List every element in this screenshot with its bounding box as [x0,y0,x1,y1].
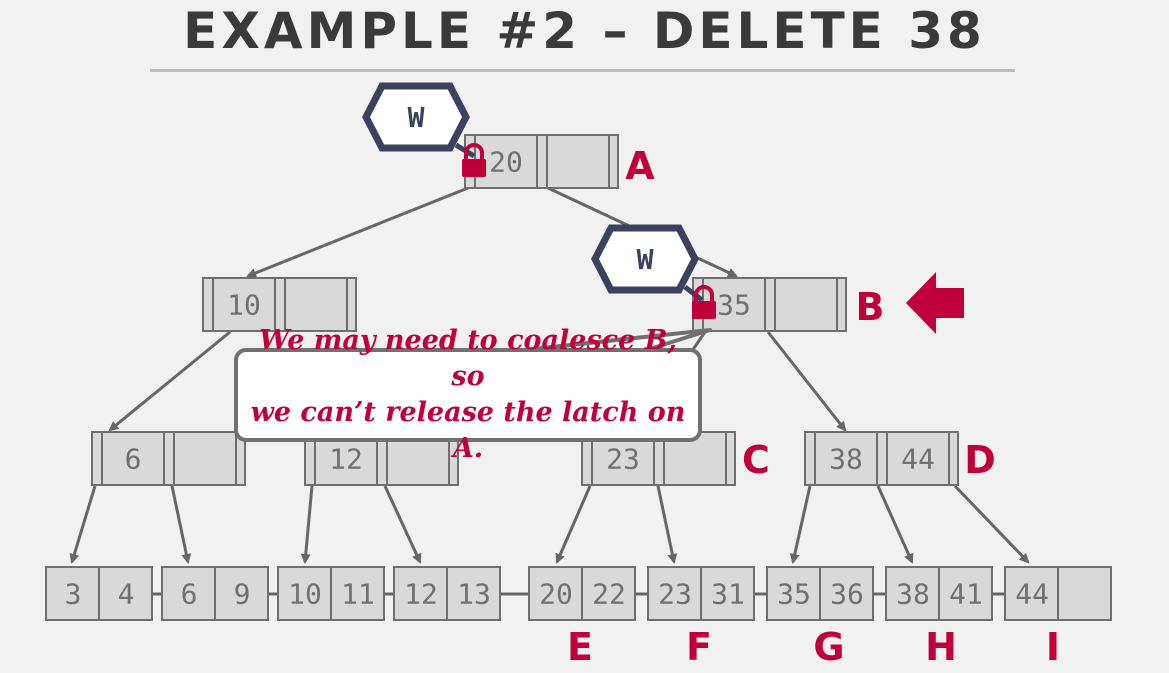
node-label-h: H [925,625,957,669]
leaf-key: 13 [457,578,491,611]
node-label-d: D [964,438,996,482]
inner-node-n10: 10 [202,277,357,332]
node-key: 12 [329,443,363,476]
leaf-key: 38 [896,578,930,611]
leaf-key: 35 [777,578,811,611]
leaf-key: 4 [118,578,135,611]
inner-node-n6: 6 [91,431,246,486]
arrow-left-icon [906,272,964,334]
pointer-arrow [789,485,812,564]
leaf-key: 3 [65,578,82,611]
pointer-arrow [555,485,592,564]
leaf-key: 31 [711,578,745,611]
lock-icon [462,143,486,177]
node-key: 35 [717,289,751,322]
node-key: 38 [829,443,863,476]
leaf-key: 23 [658,578,692,611]
latch-mode-label: W [408,101,425,134]
node-label-i: I [1046,625,1060,669]
leaf-node: 12 13 [393,566,501,621]
lock-icon [692,285,716,319]
pointer-arrow [656,485,678,564]
pointer-arrow [300,485,314,564]
hexagon-latch-icon: W [591,224,704,302]
node-label-a: A [625,144,655,188]
pointer-arrow [170,485,192,564]
leaf-key: 20 [539,578,573,611]
node-label-b: B [856,285,885,329]
callout-line-1: We may need to coalesce B, so [259,325,677,392]
leaf-key: 36 [830,578,864,611]
leaf-node: 10 11 [277,566,385,621]
node-label-c: C [742,438,770,482]
latch-mode-label: W [637,243,654,276]
hexagon-latch-icon: W [362,82,476,159]
leaf-node: 38 41H [885,566,993,669]
leaf-key: 11 [341,578,375,611]
node-label-f: F [686,625,712,669]
pointer-arrow [876,485,914,564]
title-divider [150,69,1015,72]
inner-node-d: 38 44 D [804,431,996,486]
leaf-key: 22 [592,578,626,611]
node-label-g: G [813,625,844,669]
node-key: 20 [489,146,523,179]
node-key: 6 [125,443,142,476]
leaf-node: 20 22E [528,566,636,669]
leaf-node: 35 36G [766,566,874,669]
leaf-key: 9 [234,578,251,611]
pointer-arrow [766,331,847,432]
inner-node-b: 35 B [692,277,885,332]
pointer-arrow [383,485,422,564]
pointer-arrow [953,484,1030,564]
leaf-node: 44I [1004,566,1112,669]
pointer-arrow [108,330,231,432]
leaf-key: 41 [949,578,983,611]
callout-line-2: we can’t release the latch on A. [250,397,686,464]
inner-node-a: 20 A [464,134,655,189]
leaf-key: 12 [404,578,438,611]
node-key: 44 [901,443,935,476]
pointer-arrow [69,485,97,564]
node-label-e: E [567,625,593,669]
node-key: 10 [227,289,261,322]
callout-box: We may need to coalesce B, so we can’t r… [234,325,702,464]
page-title: EXAMPLE #2 – DELETE 38 [183,2,986,60]
leaf-node: 23 31F [647,566,755,669]
leaf-key: 10 [288,578,322,611]
node-key: 23 [606,443,640,476]
leaf-key: 6 [181,578,198,611]
pointer-arrow [246,186,469,278]
leaf-key: 44 [1015,578,1049,611]
